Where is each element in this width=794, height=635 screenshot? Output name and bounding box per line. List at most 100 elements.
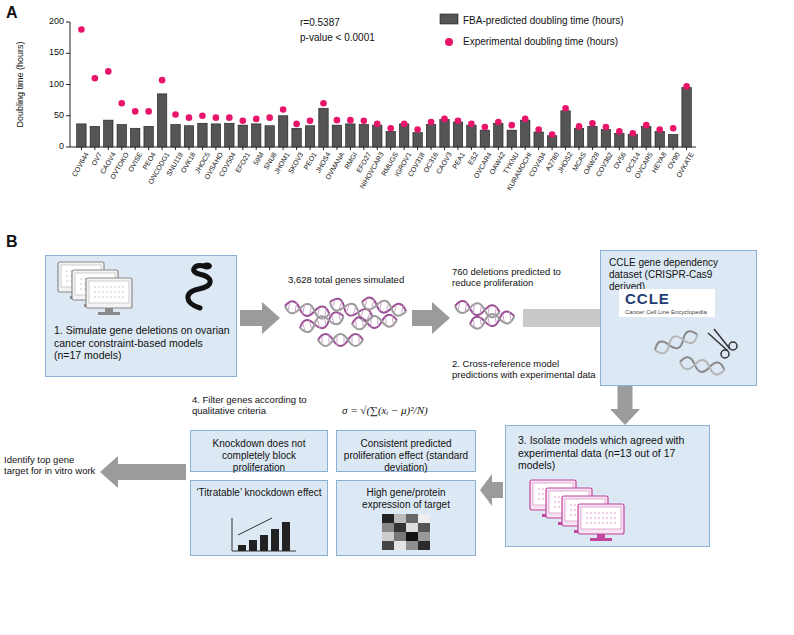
data-point <box>495 119 502 126</box>
bar <box>642 126 651 147</box>
axis-tick <box>498 147 499 150</box>
bar <box>184 126 193 147</box>
node-text: CCLE gene dependency dataset (CRISPR-Cas… <box>609 257 750 293</box>
tick-label: 50 <box>54 110 64 121</box>
data-point <box>603 124 610 131</box>
data-point <box>508 122 515 129</box>
axis-tick <box>121 147 122 150</box>
data-point <box>199 112 206 119</box>
data-point <box>253 116 260 123</box>
data-point <box>266 114 273 121</box>
data-point <box>172 111 179 118</box>
axis-tick <box>310 147 311 150</box>
stat-text: p-value < 0.0001 <box>300 32 375 44</box>
bar <box>440 120 449 148</box>
bar <box>480 130 489 147</box>
axis-tick <box>646 147 647 150</box>
axis-title: Doubling time (hours) <box>15 19 26 149</box>
data-point <box>78 26 85 33</box>
data-point <box>616 128 623 135</box>
axis-tick <box>336 147 337 150</box>
axis-tick <box>94 147 95 150</box>
axis-tick <box>444 147 445 150</box>
merge-band <box>523 309 600 327</box>
axis-tick <box>619 147 620 150</box>
dna-icon <box>454 300 500 318</box>
axis-tick <box>135 147 136 150</box>
process-box: 3. Isolate models which agreed with expe… <box>505 425 710 547</box>
data-point <box>468 121 475 128</box>
node-text: High gene/protein expression of target <box>341 487 471 511</box>
bar <box>426 125 435 148</box>
bar <box>521 120 530 147</box>
bar <box>265 126 274 147</box>
node-text: Consistent predicted proliferation effec… <box>341 438 471 474</box>
data-point <box>320 100 327 107</box>
axis-tick <box>66 84 70 85</box>
bar <box>130 128 139 147</box>
data-point <box>441 116 448 123</box>
axis-tick <box>66 115 70 116</box>
legend-swatch <box>440 14 458 24</box>
panel-letter: B <box>6 232 18 251</box>
data-point <box>643 122 650 129</box>
bar <box>655 131 664 147</box>
bar <box>561 111 570 147</box>
node-text: Cancer Cell Line Encyclopedia <box>619 308 715 317</box>
axis-tick <box>66 53 70 54</box>
data-point <box>145 108 152 115</box>
legend-swatch <box>445 38 453 46</box>
bar <box>292 128 301 147</box>
output-note: Identify top gene target for in vitro wo… <box>4 454 99 477</box>
process-box: ‘Titratable’ knockdown effect <box>190 480 328 556</box>
bar <box>359 125 368 148</box>
data-point <box>455 117 462 124</box>
bar <box>386 131 395 147</box>
bar <box>117 125 126 148</box>
bar <box>252 124 261 147</box>
axis-tick <box>363 147 364 150</box>
data-point <box>159 77 166 84</box>
bar <box>305 126 314 147</box>
step-note: 4. Filter genes according to qualitative… <box>192 394 337 417</box>
bar <box>77 124 86 147</box>
data-point <box>280 106 287 113</box>
data-point <box>428 119 435 126</box>
process-arrow <box>240 302 280 334</box>
data-point <box>589 120 596 127</box>
axis-tick <box>404 147 405 150</box>
axis-tick <box>377 147 378 150</box>
bar <box>198 123 207 147</box>
data-point <box>307 117 314 124</box>
axis-tick <box>632 147 633 150</box>
bar <box>144 126 153 147</box>
flow-arrow <box>610 386 640 425</box>
process-box: Knockdown does not completely block prol… <box>190 430 328 472</box>
axis-tick <box>148 147 149 150</box>
data-point <box>105 68 112 75</box>
bar <box>507 130 516 147</box>
process-box: 1. Simulate gene deletions on ovarian ca… <box>45 255 237 377</box>
axis-tick <box>229 147 230 150</box>
category-label: PEA1 <box>451 151 467 171</box>
data-point <box>226 114 233 121</box>
data-point <box>118 100 125 107</box>
node-text: CCLE <box>619 289 715 308</box>
tick-label: 0 <box>59 141 64 152</box>
axis-tick <box>538 147 539 150</box>
node-text: Knockdown does not completely block prol… <box>195 438 323 474</box>
bar <box>332 125 341 147</box>
axis-tick <box>162 147 163 150</box>
axis-tick <box>579 147 580 150</box>
data-point <box>334 117 341 124</box>
data-point <box>522 116 529 123</box>
data-point <box>92 75 99 82</box>
axis-tick <box>686 147 687 150</box>
process-box: High gene/protein expression of target <box>336 480 476 556</box>
axis-tick <box>417 147 418 150</box>
bar <box>211 124 220 147</box>
axis-tick <box>108 147 109 150</box>
axis-tick <box>565 147 566 150</box>
bar <box>574 128 583 147</box>
dna-icon <box>351 314 397 330</box>
